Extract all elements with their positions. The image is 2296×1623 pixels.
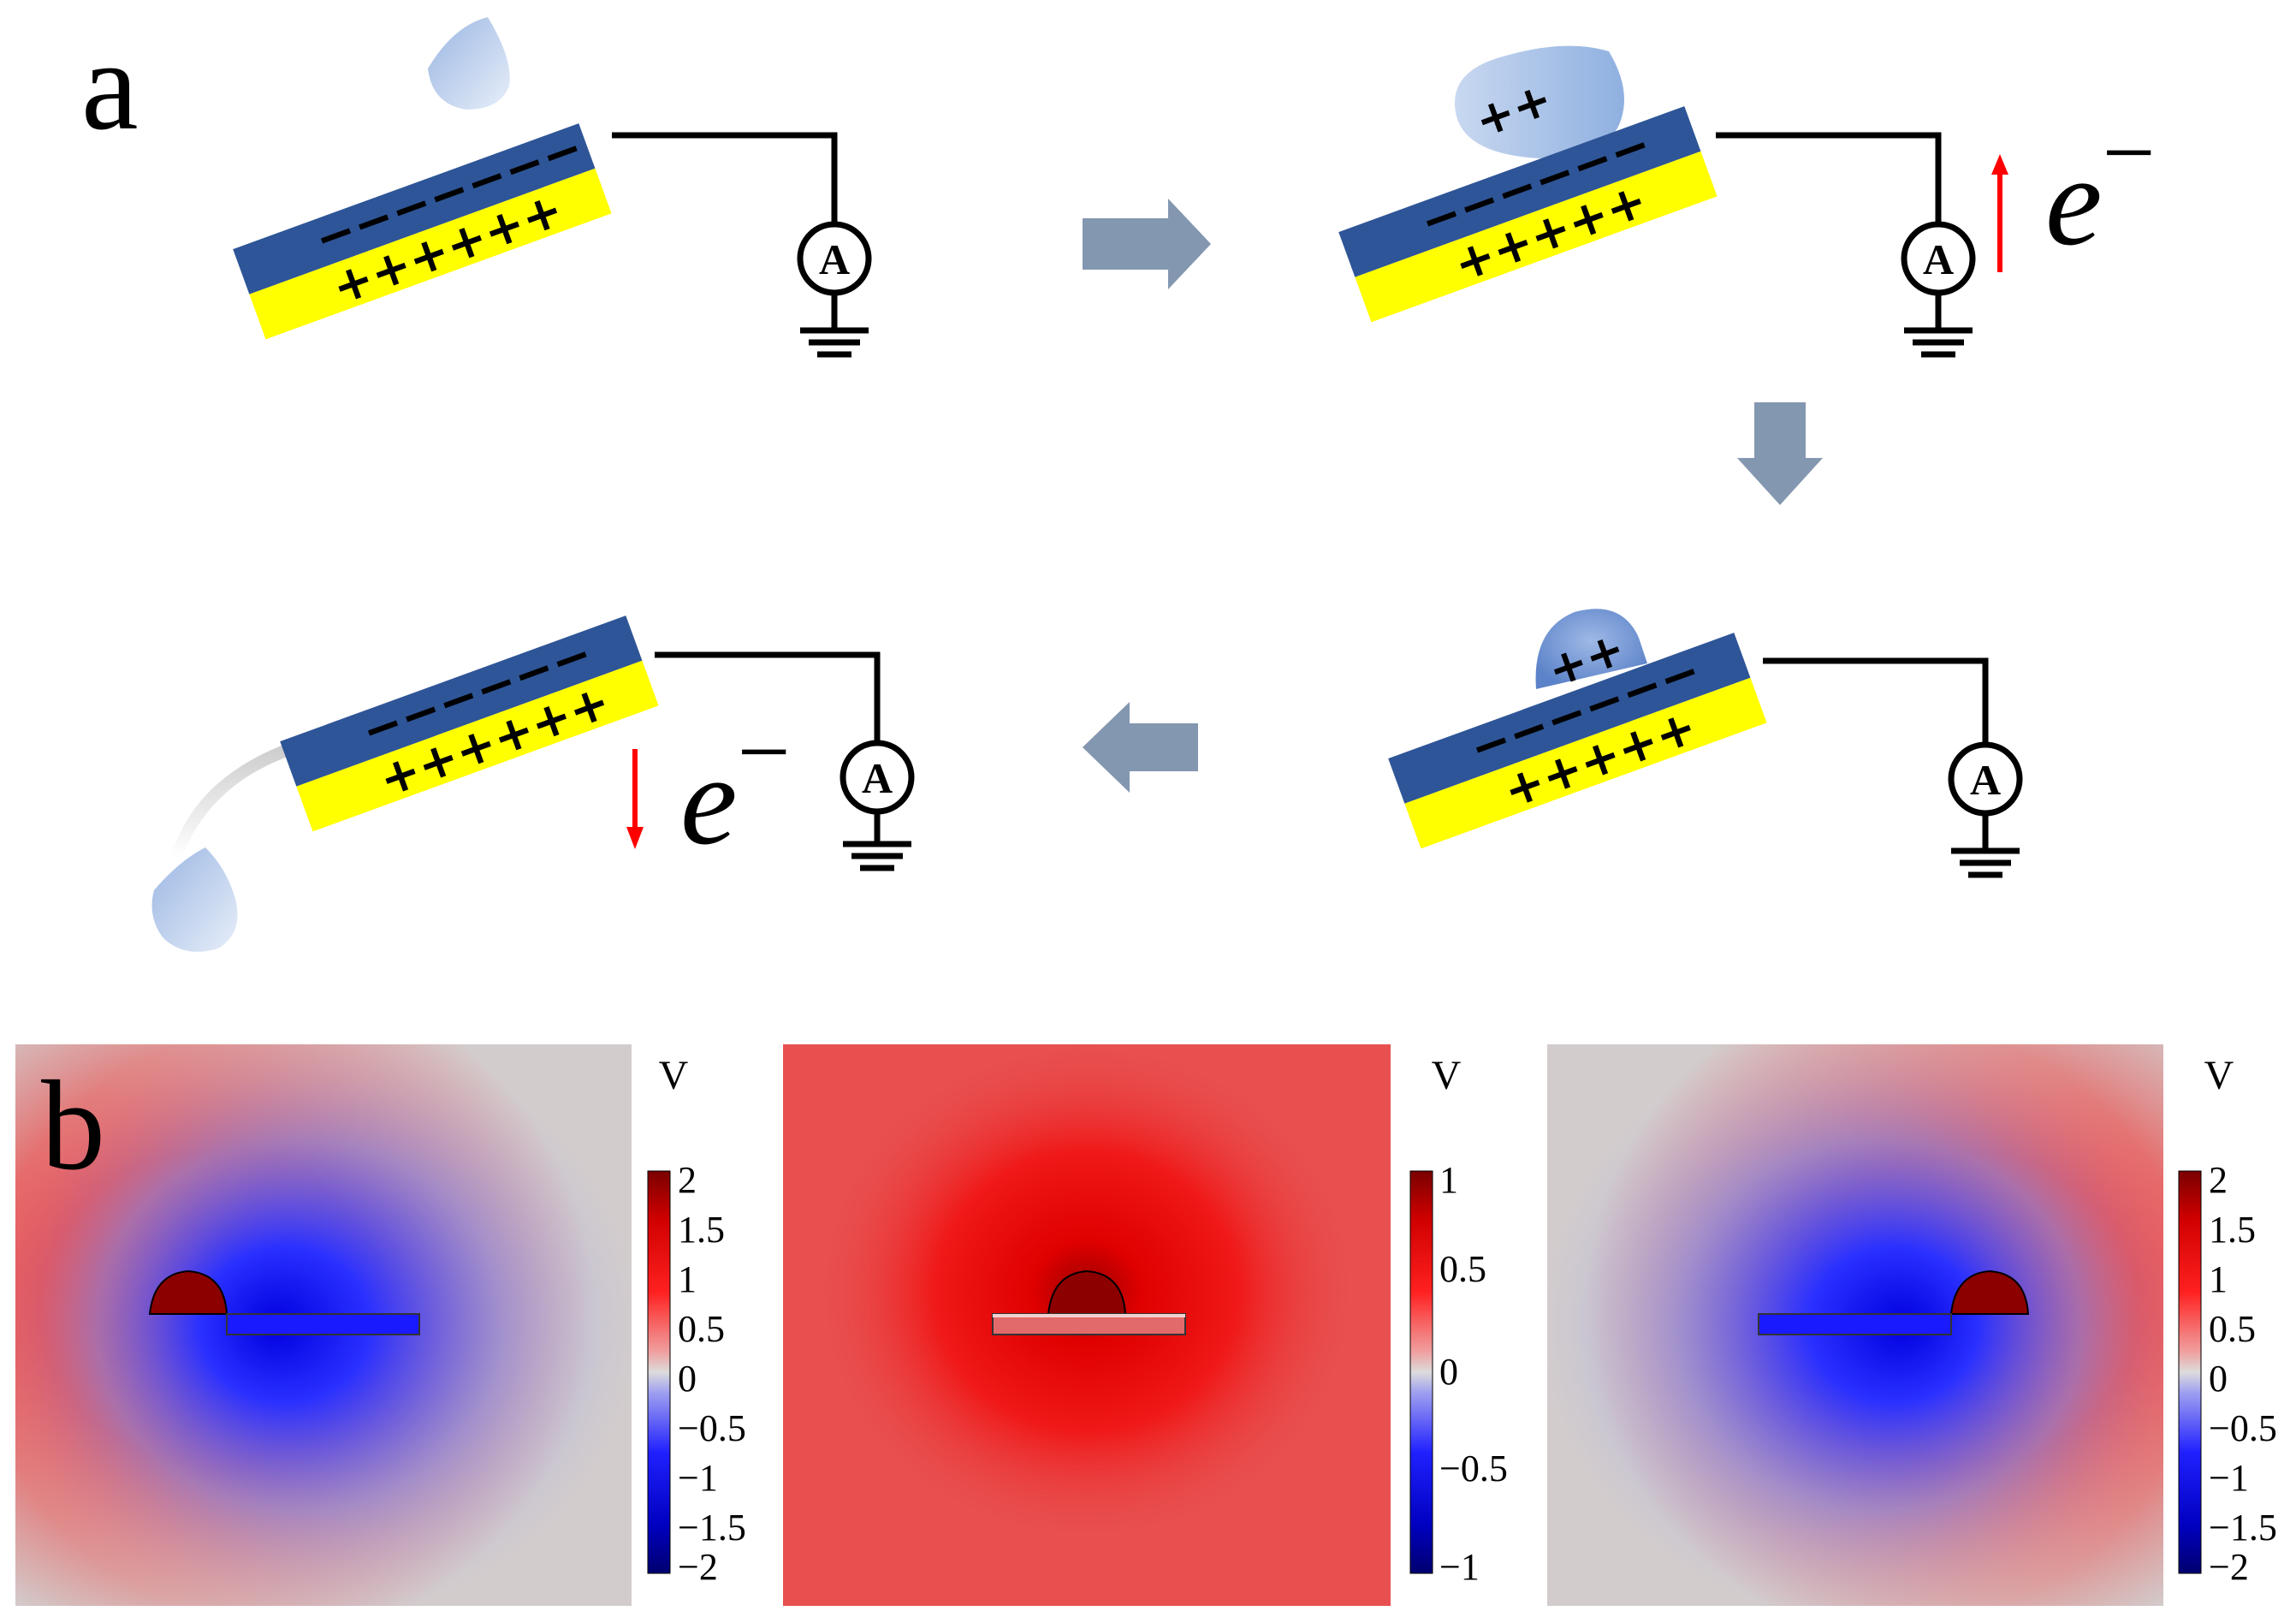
electrode-top-layer [1388,633,1751,804]
colorbar-tick: −1 [678,1457,718,1499]
charged-droplet [1455,45,1624,158]
field-map-1 [15,1044,632,1606]
stage-3: ++ −−−−−− +++++ A [1388,609,2023,878]
electron-label: e− [2045,100,2156,272]
field-map-3 [1547,1044,2163,1606]
colorbar-tick: −1 [2209,1457,2249,1499]
colorbar-tick: 1 [1439,1159,1458,1201]
wire [1716,132,1942,224]
droplet [428,17,510,110]
stage-2: ++ −−−−−− +++++ A e− [1338,45,2156,358]
colorbar-tick: −1.5 [2209,1507,2277,1549]
droplet-outline [148,1269,228,1315]
ammeter-letter: A [862,754,893,802]
tilted-electrode: −−−−−− ++++++ [280,615,659,832]
electrode-bottom-layer [249,168,612,340]
ground-symbol [1904,293,1973,358]
wire [612,132,838,224]
electron-label: e− [680,699,791,871]
colorbar-tick: 1.5 [678,1209,725,1251]
ground-symbol [800,293,869,358]
flow-arrow-left [1083,702,1198,793]
electrode-bottom-layer [1355,151,1718,323]
electrode-bottom-layer [296,660,659,832]
electrode-top-layer [233,123,596,294]
field-map-2 [783,1044,1391,1606]
colorbar-tick: −2 [2209,1546,2249,1588]
colorbar-tick: −2 [678,1546,718,1588]
wire [655,651,881,743]
colorbar-unit: V [2204,1053,2234,1098]
colorbar-tick: 1 [2209,1258,2228,1300]
colorbar-tick: 0.5 [1439,1248,1486,1290]
charged-droplet [1535,609,1647,689]
colorbar-tick: 2 [678,1159,697,1201]
colorbar-tick: −0.5 [2209,1407,2277,1449]
electron-arrow-up [1991,154,2008,272]
ammeter-letter: A [819,235,850,283]
colorbar-2: V 1 0.5 0 −0.5 −1 [1409,1053,1508,1588]
tilted-electrode: −−−−−− +++++ [1388,633,1767,849]
droplet-outline [1949,1269,2030,1315]
colorbar-tick: −0.5 [678,1407,746,1449]
colorbar-tick: 1 [678,1258,697,1300]
colorbar-3: V 2 1.5 1 0.5 0 −0.5 −1 −1.5 −2 [2178,1053,2277,1588]
tilted-electrode: −−−−−−− ++++++ [233,120,612,340]
electrode-bottom-layer [1404,677,1767,849]
colorbar-tick: 2 [2209,1159,2228,1201]
colorbar-tick: −1 [1439,1546,1480,1588]
flow-arrow-down [1737,402,1823,505]
panel-a-label: a [81,15,139,157]
colorbar-1: V 2 1.5 1 0.5 0 −0.5 −1 −1.5 −2 [647,1053,746,1588]
colorbar-tick: −1.5 [678,1507,746,1549]
colorbar-tick: 1.5 [2209,1209,2256,1251]
droplet [151,847,238,952]
colorbar-unit: V [659,1053,689,1098]
flow-arrow-right [1083,199,1211,289]
colorbar-tick: −0.5 [1439,1448,1508,1489]
electrode-top-layer [280,615,643,787]
colorbar-tick: 0.5 [678,1308,725,1350]
electrode-top-layer [1338,106,1701,277]
ground-symbol [843,812,911,871]
colorbar-tick: 0 [1439,1351,1458,1393]
electrode-outline [1758,1313,1952,1335]
electrode-outline [226,1313,420,1335]
droplet-outline [1047,1269,1127,1315]
ground-symbol [1951,813,2020,878]
electron-arrow-down [626,749,644,849]
wire [1763,657,1989,745]
colorbar-tick: 0 [678,1358,697,1400]
colorbar-tick: 0.5 [2209,1308,2256,1350]
ammeter-letter: A [1923,235,1954,283]
stage-1: −−−−−−− ++++++ A [233,17,872,358]
stage-4: −−−−−− ++++++ A e− [151,615,915,952]
colorbar-tick: 0 [2209,1358,2228,1400]
ammeter-letter: A [1970,756,2001,804]
colorbar-unit: V [1432,1053,1462,1098]
panel-b-label: b [41,1055,105,1197]
